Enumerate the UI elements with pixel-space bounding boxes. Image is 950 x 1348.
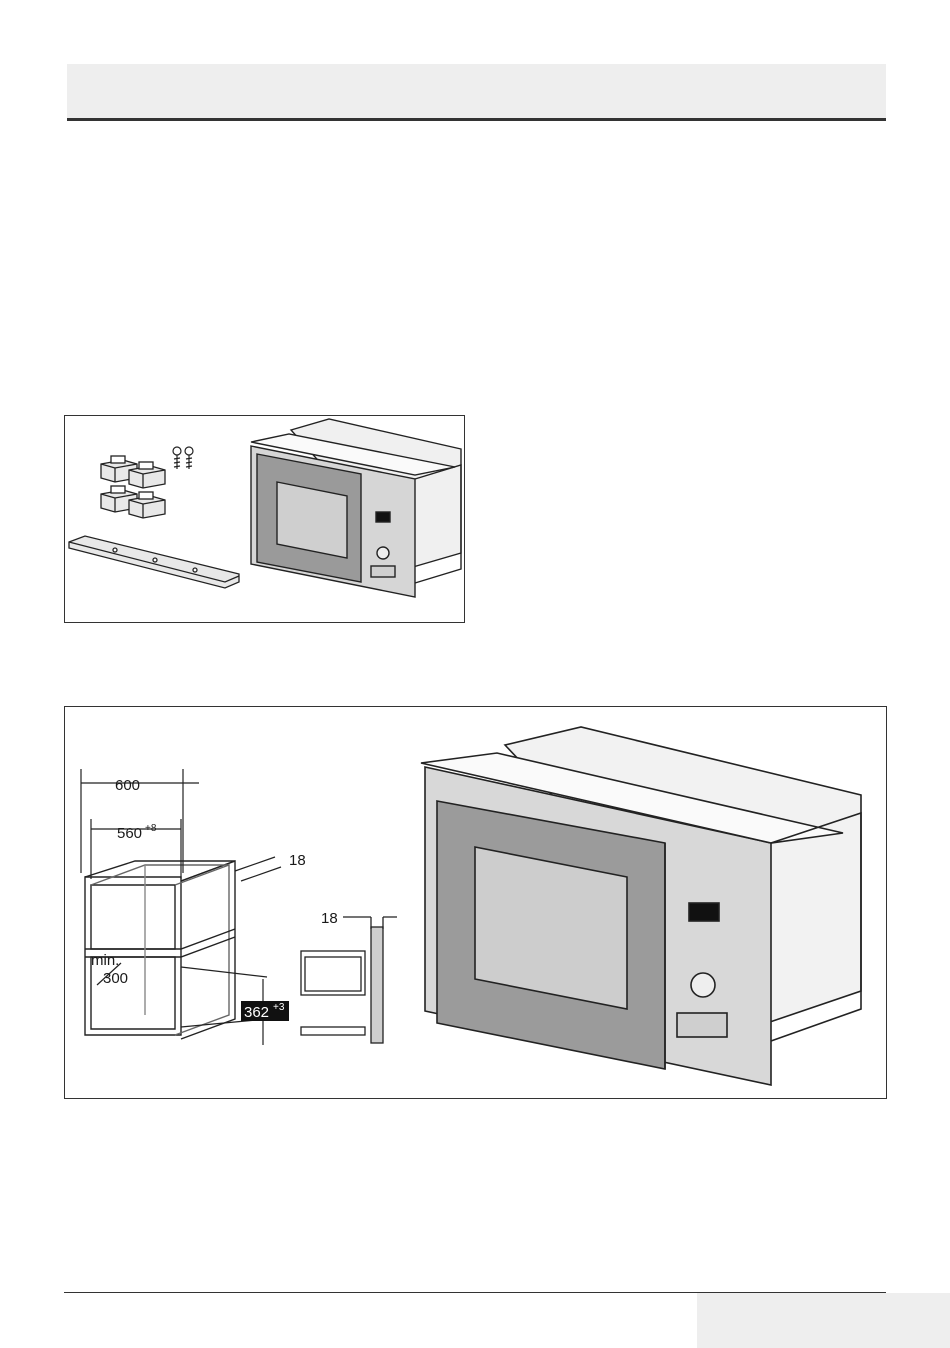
microwave-icon (251, 419, 461, 597)
microwave-installed-drawing (421, 727, 861, 1085)
footer-page-tab (697, 1293, 950, 1348)
cabinet-drawing (85, 861, 235, 1039)
header-band (67, 64, 886, 118)
included-parts-figure (64, 415, 465, 623)
min-label: min. (91, 952, 119, 969)
niche-height-label: 362 (244, 1004, 269, 1021)
installation-dimensions-drawing: 600 560 +8 18 18 min. 300 362 +3 (65, 707, 888, 1100)
screw-icon (185, 447, 193, 469)
panel-thickness-label: 18 (289, 852, 306, 869)
side-panel-detail (301, 917, 397, 1043)
mounting-rail-icon (69, 536, 239, 588)
niche-height-tolerance-label: +3 (273, 1002, 285, 1013)
included-parts-drawing (65, 416, 466, 624)
min-depth-label: 300 (103, 970, 128, 987)
niche-width-tolerance-label: +8 (145, 823, 157, 834)
side-panel-thickness-label: 18 (321, 910, 338, 927)
screw-icon (173, 447, 181, 469)
header-rule (67, 118, 886, 121)
installation-dimensions-figure: 600 560 +8 18 18 min. 300 362 +3 (64, 706, 887, 1099)
cabinet-width-label: 600 (115, 777, 140, 794)
niche-width-label: 560 (117, 825, 142, 842)
